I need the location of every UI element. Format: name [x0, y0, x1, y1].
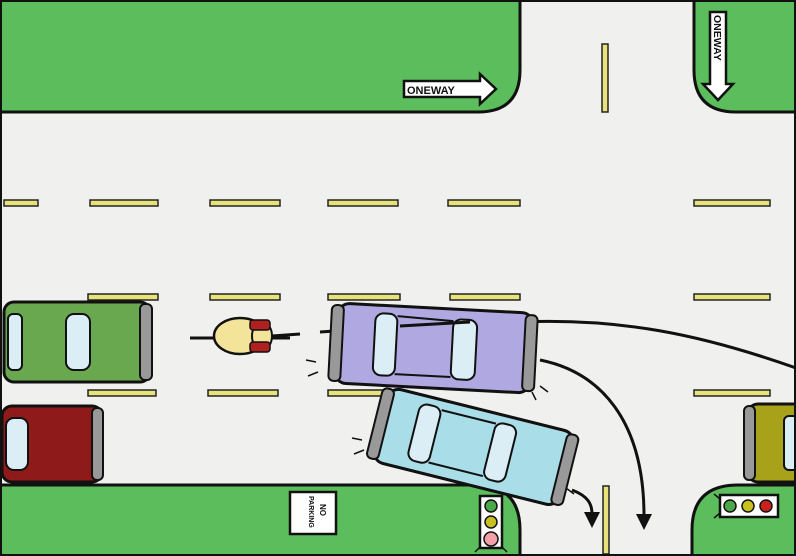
- lane-dash: [447, 199, 521, 207]
- lane-dash: [693, 389, 771, 397]
- purple-car-signal-path: [399, 320, 471, 328]
- lane-dash: [87, 389, 157, 397]
- lane-dash: [693, 199, 771, 207]
- lane-dash: [327, 293, 401, 301]
- traffic-light-red-icon: [759, 499, 773, 513]
- car-windshield: [483, 422, 518, 483]
- one-way-arrow-shape: [700, 10, 736, 102]
- car-bumper: [550, 433, 580, 506]
- lane-dash: [207, 389, 279, 397]
- car-bumper: [521, 314, 539, 393]
- one-way-sign-vertical: ONEWAY: [700, 10, 736, 102]
- lane-dash: [89, 199, 159, 207]
- path-arrow-icon: [571, 488, 594, 515]
- no-parking-label-line1: NO: [318, 504, 327, 516]
- one-way-sign-horizontal: ONEWAY: [402, 71, 498, 107]
- purple-car: [327, 302, 539, 395]
- bicycle-with-rider-icon: [208, 316, 290, 356]
- lane-dash: [3, 199, 39, 207]
- one-way-label: ONEWAY: [407, 85, 456, 97]
- lane-dash: [693, 293, 771, 301]
- light-blue-car: [366, 387, 580, 506]
- lane-dash-vertical: [601, 43, 609, 113]
- car-bumper: [743, 405, 756, 481]
- car-windshield: [783, 415, 796, 471]
- grass-top-left: [0, 0, 522, 114]
- turn-arrows: [539, 358, 646, 517]
- traffic-light-red-icon: [483, 531, 499, 547]
- path-arrow-icon: [539, 358, 646, 517]
- lane-dash: [209, 293, 281, 301]
- traffic-light-green-icon: [484, 499, 498, 513]
- traffic-light-green-icon: [723, 499, 737, 513]
- car-windshield: [65, 313, 91, 371]
- no-parking-sign: NO PARKING: [288, 490, 338, 536]
- motion-marks: [305, 359, 575, 495]
- red-car: [0, 404, 104, 484]
- rider-pack: [249, 319, 271, 331]
- car-rear-window: [7, 313, 23, 371]
- rider-pack: [249, 341, 271, 353]
- lane-dash-vertical: [602, 485, 610, 555]
- olive-car: [743, 402, 796, 484]
- one-way-arrow-shape: [402, 71, 498, 107]
- grass-bottom-left: [0, 483, 522, 556]
- car-windshield: [449, 318, 479, 381]
- car-rear-window: [407, 403, 442, 464]
- car-body: [333, 302, 535, 395]
- traffic-light-yellow-icon: [484, 515, 498, 529]
- traffic-light-vertical: [474, 494, 508, 553]
- car-bumper: [139, 303, 153, 381]
- lane-dash: [327, 199, 399, 207]
- car-bumper: [366, 387, 395, 461]
- one-way-label: ONEWAY: [711, 15, 723, 61]
- arrowhead-icon: [636, 514, 652, 530]
- car-bumper: [327, 303, 345, 382]
- no-parking-plate: [288, 490, 338, 536]
- car-rear-window: [371, 312, 399, 377]
- purple-car-path: [519, 319, 796, 370]
- lane-dash: [209, 199, 281, 207]
- car-windshield: [5, 417, 29, 471]
- arrowhead-icon: [584, 512, 600, 528]
- lane-dash: [87, 293, 159, 301]
- traffic-light-yellow-icon: [741, 499, 755, 513]
- green-car: [2, 300, 153, 384]
- traffic-light-horizontal: [713, 493, 780, 519]
- no-parking-label-line2: PARKING: [307, 496, 314, 528]
- car-bumper: [91, 407, 104, 481]
- lane-dash: [449, 293, 521, 301]
